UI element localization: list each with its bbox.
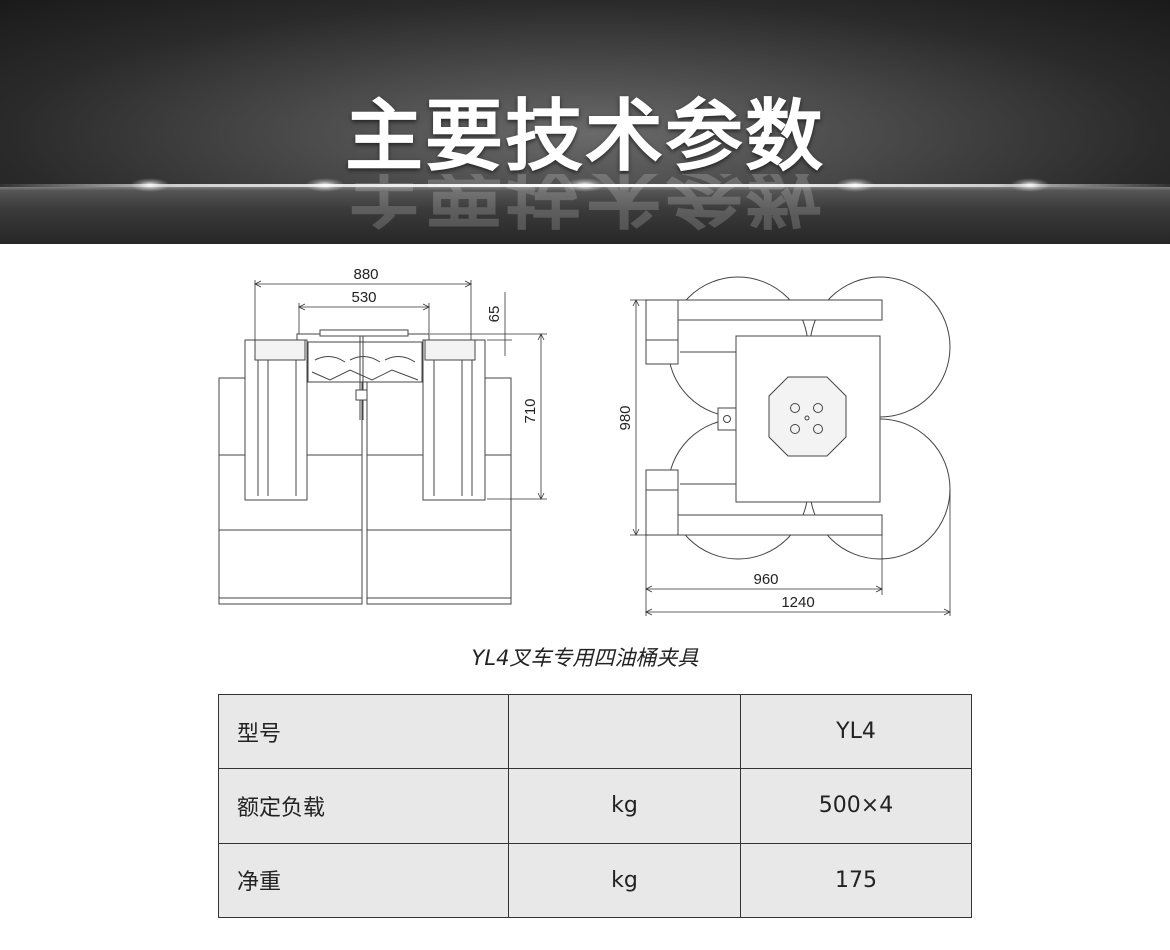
page-title: 主要技术参数 xyxy=(344,91,825,182)
light-spark xyxy=(835,178,875,192)
dim-960-label: 960 xyxy=(753,571,778,588)
clamp-arm-right xyxy=(422,339,486,501)
page-title-reflection: 主要技术参数 xyxy=(344,174,825,234)
light-spark xyxy=(305,178,345,192)
top-arm-lower xyxy=(645,514,883,536)
technical-drawing: 880 530 65 710 xyxy=(218,266,951,616)
header-banner: 主要技术参数 主要技术参数 xyxy=(0,0,1170,244)
dim-710-label: 710 xyxy=(522,398,539,423)
banner-shelf xyxy=(0,186,1170,244)
param-cell: 型号 xyxy=(218,693,509,770)
dim-530-label: 530 xyxy=(351,289,376,306)
param-cell: 净重 xyxy=(218,842,509,919)
side-view: 880 530 65 710 xyxy=(218,266,547,605)
spec-table: 型号 YL4 额定负载 kg 500×4 净重 kg 175 xyxy=(218,693,972,919)
table-row: 型号 YL4 xyxy=(218,693,972,770)
table-row: 净重 kg 175 xyxy=(218,842,972,919)
dim-1240-label: 1240 xyxy=(781,594,814,611)
light-spark xyxy=(1010,178,1050,192)
unit-cell: kg xyxy=(508,842,741,919)
top-arm-upper xyxy=(645,299,883,321)
light-spark xyxy=(565,178,605,192)
value-cell: 500×4 xyxy=(740,768,972,844)
dim-980-label: 980 xyxy=(617,405,634,430)
value-cell: YL4 xyxy=(740,693,972,770)
light-spark xyxy=(130,178,170,192)
param-cell: 额定负载 xyxy=(218,768,509,844)
table-row: 额定负载 kg 500×4 xyxy=(218,768,972,844)
drawing-caption: YL4叉车专用四油桶夹具 xyxy=(471,646,699,670)
unit-cell xyxy=(508,693,741,770)
clamp-arm-left xyxy=(244,339,308,501)
dim-880-label: 880 xyxy=(353,266,378,283)
top-view: 980 960 1240 xyxy=(617,276,951,616)
value-cell: 175 xyxy=(740,842,972,919)
unit-cell: kg xyxy=(508,768,741,844)
dim-65-label: 65 xyxy=(486,306,503,323)
